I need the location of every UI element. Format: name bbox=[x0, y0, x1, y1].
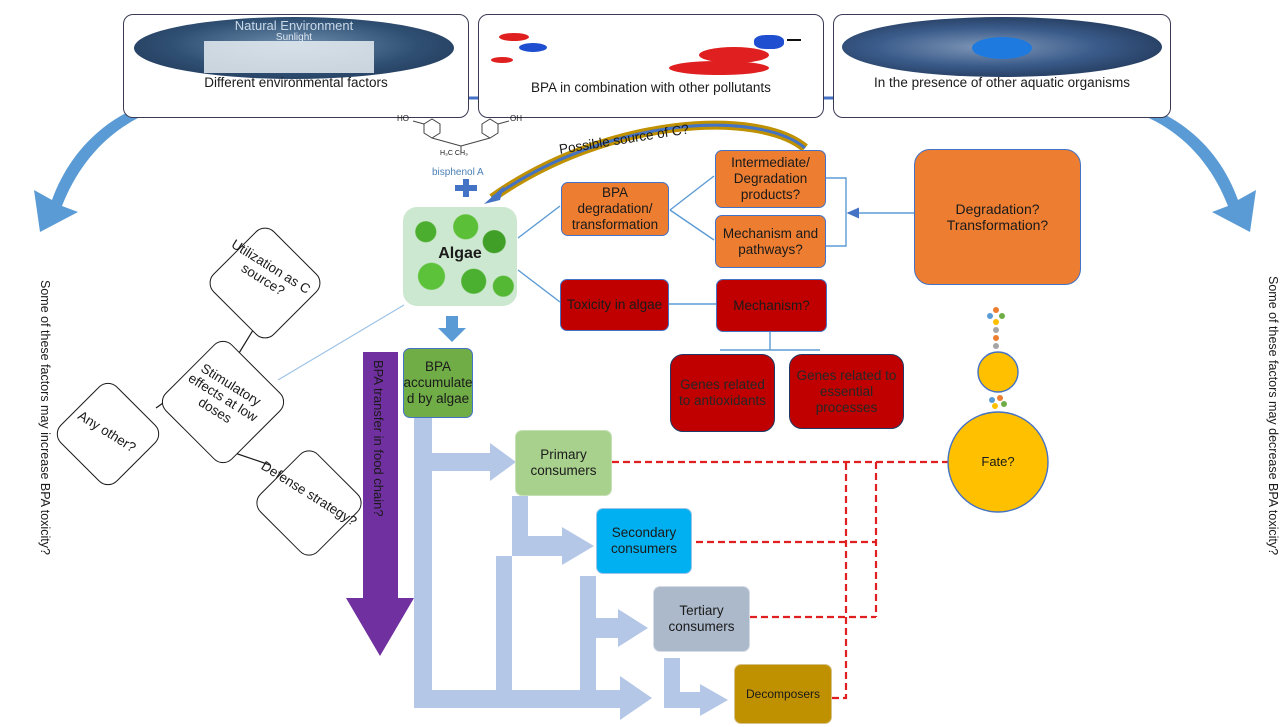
food-chain-arrow bbox=[346, 352, 414, 656]
panel-other-pollutants: BPA in combination with other pollutants bbox=[478, 14, 824, 118]
toxicity-in-algae-box: Toxicity in algae bbox=[560, 279, 669, 331]
food-chain-label: BPA transfer in food chain? bbox=[371, 360, 386, 517]
pollutant-shape bbox=[491, 57, 513, 63]
algae-image: Algae bbox=[403, 207, 517, 306]
pollutant-shape bbox=[787, 39, 801, 41]
algae-down-arrow bbox=[438, 316, 466, 342]
bpa-molecule bbox=[412, 118, 510, 152]
panel-environmental-factors: Natural Environment Sunlight Different e… bbox=[123, 14, 469, 118]
left-side-text: Some of these factors may increase BPA t… bbox=[38, 280, 52, 555]
right-curved-arrow bbox=[1114, 98, 1256, 232]
fish-shape bbox=[972, 37, 1032, 59]
panel-label: In the presence of other aquatic organis… bbox=[874, 75, 1130, 90]
pollutant-shape bbox=[499, 33, 529, 41]
fate-dashed-lines bbox=[612, 453, 978, 700]
flow-arrows bbox=[414, 418, 728, 720]
pollutant-shape bbox=[669, 61, 769, 75]
environment-image-sub: Sunlight bbox=[275, 32, 313, 43]
genes-antioxidants-box: Genes related to antioxidants bbox=[670, 354, 775, 432]
molecule-methyls: H₃C CH₃ bbox=[440, 150, 468, 157]
left-curved-arrow bbox=[34, 98, 170, 232]
mechanism-box: Mechanism? bbox=[716, 279, 827, 332]
molecule-name: bisphenol A bbox=[432, 167, 484, 178]
panel-label: BPA in combination with other pollutants bbox=[531, 80, 771, 95]
fate-label: Fate? bbox=[981, 454, 1015, 469]
tertiary-consumers-box: Tertiary consumers bbox=[653, 586, 750, 652]
fate-icon bbox=[947, 307, 1049, 513]
genes-essential-box: Genes related to essential processes bbox=[789, 354, 904, 429]
pollutant-shape bbox=[519, 43, 547, 52]
aquatic-image bbox=[842, 17, 1162, 77]
right-side-text: Some of these factors may decrease BPA t… bbox=[1266, 276, 1280, 556]
plus-icon bbox=[455, 179, 477, 197]
degradation-transformation-box: Degradation? Transformation? bbox=[914, 149, 1081, 285]
pollutant-shape bbox=[699, 47, 769, 63]
panel-label: Different environmental factors bbox=[204, 75, 388, 90]
intermediate-products-box: Intermediate/ Degradation products? bbox=[715, 150, 826, 208]
bpa-degradation-box: BPA degradation/ transformation bbox=[561, 182, 669, 236]
environment-image: Natural Environment Sunlight bbox=[134, 17, 454, 79]
pollutant-shape bbox=[754, 35, 784, 49]
environment-image-title: Natural Environment bbox=[234, 18, 354, 33]
molecule-oh: OH bbox=[510, 114, 522, 123]
decomposers-box: Decomposers bbox=[734, 664, 832, 724]
molecule-ho: HO bbox=[397, 114, 409, 123]
algae-label: Algae bbox=[438, 245, 482, 262]
bpa-accumulated-box: BPA accumulate d by algae bbox=[403, 348, 473, 418]
mechanism-pathways-box: Mechanism and pathways? bbox=[715, 215, 826, 268]
primary-consumers-box: Primary consumers bbox=[515, 430, 612, 496]
secondary-consumers-box: Secondary consumers bbox=[596, 508, 692, 574]
panel-aquatic-organisms: In the presence of other aquatic organis… bbox=[833, 14, 1171, 118]
